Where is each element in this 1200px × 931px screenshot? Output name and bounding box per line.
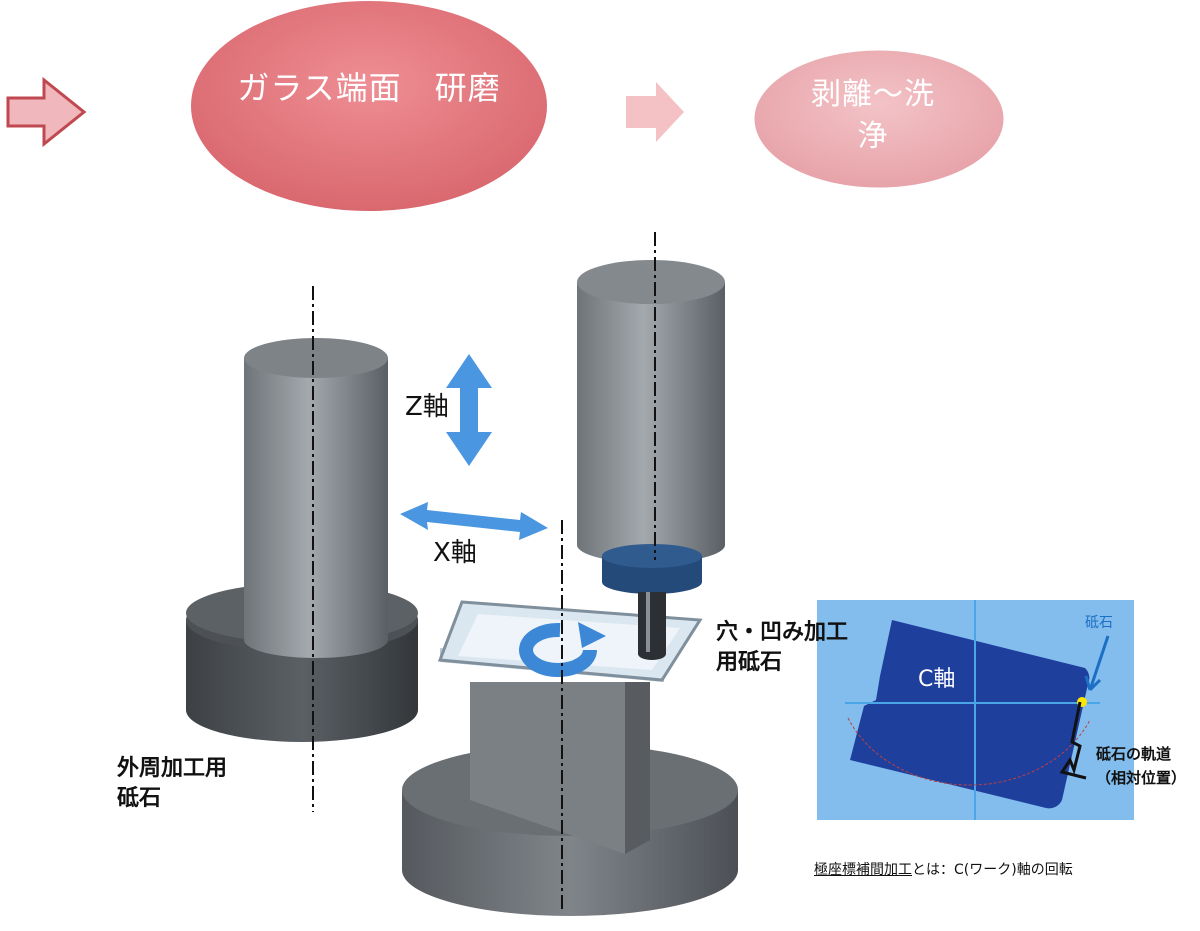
- process-step-current: ガラス端面 研磨: [237, 69, 501, 107]
- bubble-peel-clean: [749, 45, 1009, 193]
- hole-wheel-label: 穴・凹み加工用砥石: [716, 620, 849, 675]
- caption: 極座標補間加工とは：C(ワーク)軸の回転: [814, 859, 1073, 879]
- c-axis-label: C軸: [918, 667, 956, 692]
- z-axis-arrow-icon: [446, 354, 492, 466]
- spindle: [577, 260, 725, 660]
- polar-interpolation-inset: [817, 600, 1134, 820]
- trajectory-label: 砥石の軌道（相対位置）: [1096, 745, 1187, 787]
- caption-term: 極座標補間加工: [814, 862, 912, 878]
- process-step-next: 剥離〜洗浄: [811, 77, 935, 154]
- work-table-machine: [402, 600, 738, 916]
- grindstone-label: 砥石: [1085, 615, 1113, 631]
- process-arrow-left-icon: [6, 76, 87, 148]
- bubble-glass-edge-polishing: [185, 0, 553, 217]
- caption-rest: とは：C(ワーク)軸の回転: [912, 862, 1073, 878]
- z-axis-label: Z軸: [405, 392, 449, 422]
- outer-wheel-label: 外周加工用砥石: [117, 756, 228, 811]
- process-arrow-next-icon: [626, 82, 684, 142]
- x-axis-label: X軸: [433, 538, 477, 568]
- x-axis-arrow-icon: [400, 502, 548, 540]
- c-axis-rotation-icon: [519, 622, 606, 677]
- outer-grinding-wheel-machine: [186, 338, 418, 742]
